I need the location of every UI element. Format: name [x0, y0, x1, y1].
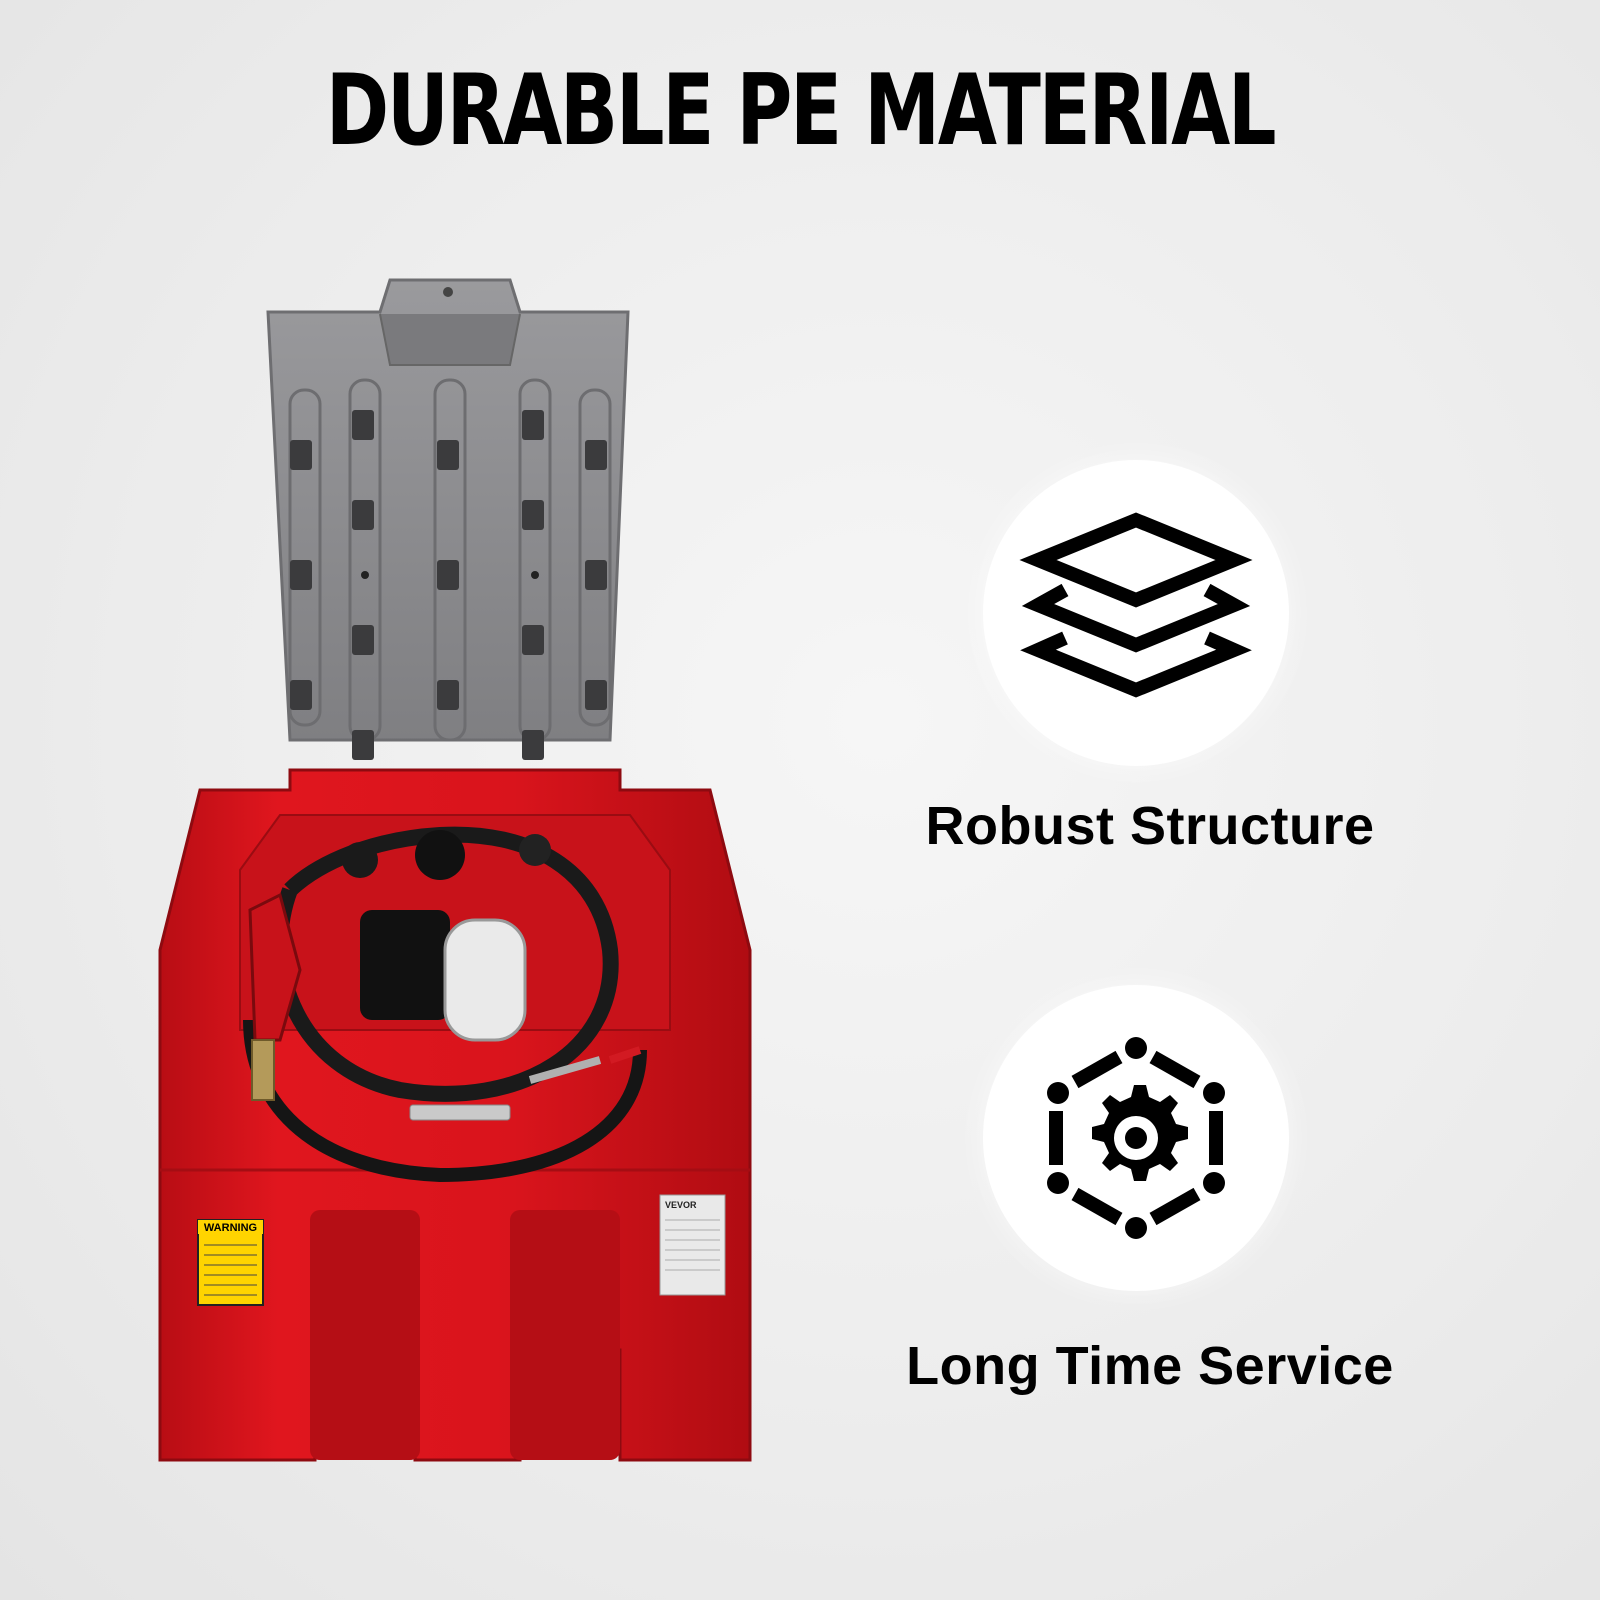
- product-image: WARNING VEVOR: [140, 270, 790, 1510]
- feature-label-robust-structure: Robust Structure: [925, 796, 1375, 856]
- warning-sticker: WARNING: [197, 1219, 264, 1306]
- gear-cycle-icon: [1047, 1037, 1225, 1239]
- robust-structure-badge: [983, 460, 1289, 766]
- tank-lid: [266, 278, 630, 760]
- fuel-tank-illustration: WARNING VEVOR: [158, 278, 752, 1462]
- feature-label-long-time-service: Long Time Service: [906, 1336, 1394, 1396]
- headline: DURABLE PE MATERIAL: [325, 54, 1277, 168]
- brand-text: VEVOR: [665, 1200, 697, 1210]
- brand-sticker: VEVOR: [659, 1194, 726, 1296]
- warning-text: WARNING: [204, 1222, 257, 1234]
- pump-assembly: [243, 826, 647, 1183]
- long-time-service-badge: [983, 985, 1289, 1291]
- layers-icon: [1019, 512, 1253, 698]
